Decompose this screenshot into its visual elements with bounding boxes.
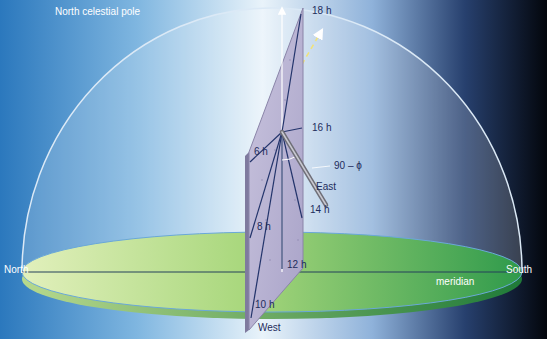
angle-label: 90 – ϕ	[334, 160, 362, 172]
angle-leader	[312, 166, 330, 168]
direction-label: East	[316, 181, 336, 193]
hour-label: 16 h	[312, 122, 331, 134]
hour-label: 14 h	[310, 204, 329, 216]
gnomon-highlight	[282, 132, 326, 205]
hour-label: 8 h	[257, 221, 271, 233]
hour-lines	[250, 14, 302, 318]
hour-label: 12 h	[287, 259, 306, 271]
hour-label: 18 h	[312, 5, 331, 17]
hour-label: 6 h	[254, 146, 268, 158]
plate-edge	[245, 152, 249, 333]
hour-label: 10 h	[255, 299, 274, 311]
direction-label: West	[258, 322, 281, 334]
sundial-plate	[249, 8, 303, 330]
direction-label: North	[4, 264, 28, 276]
meridian-label: meridian	[436, 276, 474, 288]
gnomon	[282, 132, 326, 205]
pole-arrow	[318, 30, 322, 37]
vertical-axis	[281, 8, 282, 272]
pole-label: North celestial pole	[55, 6, 140, 18]
direction-label: South	[506, 264, 532, 276]
